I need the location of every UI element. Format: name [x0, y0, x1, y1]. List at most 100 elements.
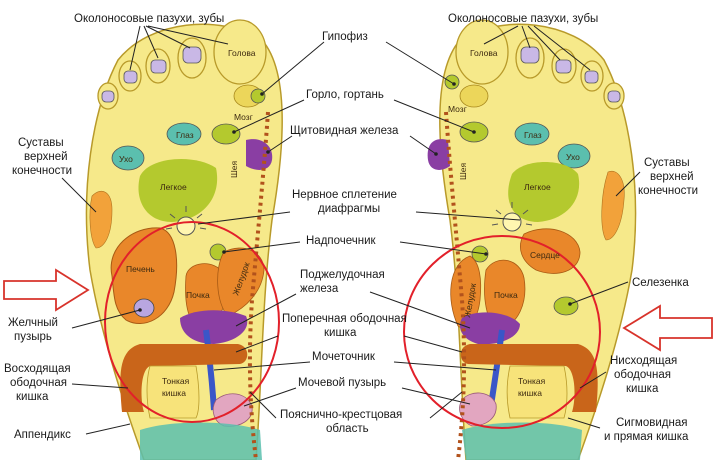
label-plexus-2: диафрагмы [318, 203, 380, 215]
leader-dots [138, 82, 572, 312]
label-joints-left-2: верхней [24, 151, 68, 163]
label-adrenal: Надпочечник [306, 235, 377, 247]
right-limb-joints [601, 170, 625, 241]
left-ear-zone [111, 145, 145, 171]
label-ascending-1: Восходящая [4, 363, 71, 375]
right-lung [508, 162, 580, 222]
label-lumbosacral-2: область [326, 423, 369, 435]
right-adrenal [471, 245, 489, 263]
right-highlight-circle [403, 235, 601, 429]
left-organ-eye: Глаз [176, 130, 194, 140]
left-organ-kidney: Почка [186, 290, 210, 300]
label-descending-2: ободочная [614, 369, 671, 381]
label-ureter: Мочеточник [312, 351, 376, 363]
label-sinuses-left: Околоносовые пазухи, зубы [74, 13, 224, 25]
left-liver [110, 227, 178, 324]
left-small-intestine [146, 365, 200, 419]
right-brain-zone [459, 84, 489, 108]
right-organ-lung: Легкое [524, 182, 551, 192]
left-organ-liver: Печень [126, 264, 155, 274]
left-organ-lung: Легкое [160, 182, 187, 192]
label-lumbosacral-1: Пояснично-крестцовая [280, 409, 402, 421]
right-organ-kidney: Почка [494, 290, 518, 300]
left-organ-brain: Мозг [234, 112, 253, 122]
left-eye-zone [166, 122, 202, 146]
left-organ-small-int-1: Тонкая [162, 376, 190, 386]
left-toe-big [213, 19, 267, 85]
right-thyroid [427, 139, 450, 170]
label-joints-right-3: конечности [638, 185, 698, 197]
right-heart [520, 228, 581, 274]
label-sigmoid-1: Сигмовидная [616, 417, 687, 429]
right-organ-small-int-2: кишка [518, 388, 542, 398]
right-bladder [459, 392, 497, 427]
left-organ-small-int-2: кишка [162, 388, 186, 398]
left-gallbladder [133, 298, 155, 318]
left-highlight-circle [104, 221, 280, 423]
left-pointer-arrow [3, 268, 90, 312]
left-ureter [203, 329, 217, 411]
label-spleen: Селезенка [632, 277, 689, 289]
right-solar-plexus [491, 202, 533, 232]
label-joints-left-1: Суставы [18, 137, 64, 149]
right-organ-heart: Сердце [530, 250, 560, 260]
right-kidney [484, 259, 526, 329]
left-foot: Голова Мозг Глаз Ухо Шея Легкое Печень П… [85, 19, 283, 460]
right-pancreas [459, 312, 520, 345]
label-appendix: Аппендикс [14, 429, 71, 441]
label-sinuses-right: Околоносовые пазухи, зубы [448, 13, 598, 25]
right-foot: Голова Мозг Глаз Ухо Шея Легкое Сердце П… [403, 19, 637, 460]
left-sinus-patch-4 [123, 70, 138, 84]
label-gallbladder-1: Желчный [8, 317, 58, 329]
label-pancreas-2: железа [300, 283, 339, 295]
left-throat [211, 123, 241, 145]
left-heel-zone [140, 422, 262, 460]
label-joints-right-2: верхней [650, 171, 694, 183]
labels: Околоносовые пазухи, зубы Околоносовые п… [4, 13, 698, 443]
right-organ-small-int-1: Тонкая [518, 376, 546, 386]
right-ear-zone [557, 143, 591, 169]
left-pituitary [250, 88, 266, 104]
label-gallbladder-2: пузырь [14, 331, 52, 343]
label-joints-right-1: Суставы [644, 157, 690, 169]
right-sinus-patch-3 [555, 59, 572, 74]
right-eye-zone [514, 122, 550, 146]
right-toe-big [455, 19, 509, 85]
left-lung [138, 158, 218, 222]
right-organ-ear: Ухо [566, 152, 580, 162]
right-sinus-patch-2 [520, 46, 540, 64]
right-small-intestine [506, 365, 568, 419]
label-sigmoid-2: и прямая кишка [604, 431, 689, 443]
left-colon [120, 344, 248, 412]
left-pancreas [180, 310, 248, 344]
right-organ-brain: Мозг [448, 104, 467, 114]
left-organ-head: Голова [228, 48, 256, 58]
label-ascending-3: кишка [16, 391, 49, 403]
right-organ-neck: Шея [458, 162, 468, 180]
left-limb-joints [89, 190, 113, 249]
label-pancreas-1: Поджелудочная [300, 269, 385, 281]
label-transverse-1: Поперечная ободочная [282, 313, 407, 325]
label-pituitary: Гипофиз [322, 31, 368, 43]
right-organ-eye: Глаз [524, 130, 542, 140]
label-joints-left-3: конечности [12, 165, 72, 177]
label-descending-1: Нисходящая [610, 355, 677, 367]
left-sinus-patch-3 [150, 59, 167, 74]
label-thyroid: Щитовидная железа [290, 125, 399, 137]
left-sinus-patch-5 [101, 90, 115, 103]
right-organ-head: Голова [470, 48, 498, 58]
right-spleen [553, 296, 579, 316]
right-pointer-arrow [622, 304, 713, 352]
right-colon [460, 344, 598, 412]
label-descending-3: кишка [626, 383, 659, 395]
right-sinus-patch-4 [584, 70, 599, 84]
label-bladder: Мочевой пузырь [298, 377, 386, 389]
left-sinus-patch-2 [182, 46, 202, 64]
label-throat: Горло, гортань [306, 89, 384, 101]
right-heel-zone [462, 422, 582, 460]
left-organ-neck: Шея [229, 160, 239, 178]
label-transverse-2: кишка [324, 327, 357, 339]
label-plexus-1: Нервное сплетение [292, 189, 397, 201]
